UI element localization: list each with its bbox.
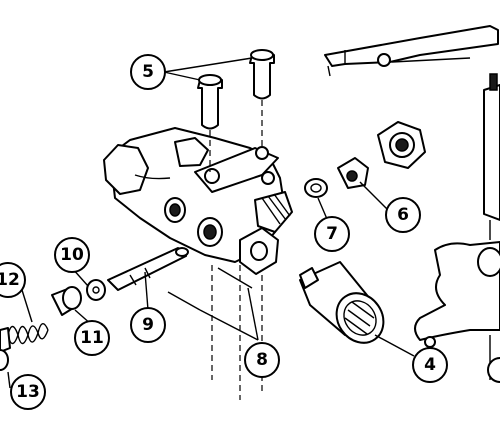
part-8-pins bbox=[167, 265, 263, 400]
leader-lines bbox=[7, 57, 415, 389]
part-11-cap bbox=[51, 286, 82, 316]
callout-label-12: 12 bbox=[0, 270, 20, 290]
callout-5: 5 bbox=[130, 54, 166, 90]
callout-label-4: 4 bbox=[424, 355, 436, 375]
callout-label-6: 6 bbox=[397, 205, 409, 225]
callout-10: 10 bbox=[54, 237, 90, 273]
callout-label-9: 9 bbox=[142, 315, 154, 335]
linkage-arm bbox=[324, 25, 499, 77]
callout-label-8: 8 bbox=[256, 350, 268, 370]
callout-label-13: 13 bbox=[16, 382, 40, 402]
callout-9: 9 bbox=[130, 307, 166, 343]
part-6-fitting bbox=[337, 121, 426, 189]
part-10-washer bbox=[86, 279, 106, 301]
callout-8: 8 bbox=[244, 342, 280, 378]
callout-6: 6 bbox=[385, 197, 421, 233]
part-9-stem bbox=[107, 247, 189, 291]
callout-7: 7 bbox=[314, 216, 350, 252]
callout-label-5: 5 bbox=[142, 62, 154, 82]
callout-4: 4 bbox=[412, 347, 448, 383]
part-7-bush bbox=[304, 178, 328, 198]
part-13-plug bbox=[0, 349, 9, 371]
callout-12: 12 bbox=[0, 262, 26, 298]
part-12-spring bbox=[0, 323, 49, 353]
callout-11: 11 bbox=[74, 320, 110, 356]
callout-label-7: 7 bbox=[326, 224, 338, 244]
part-4-filter bbox=[299, 261, 385, 344]
valve-body bbox=[103, 127, 293, 275]
callout-13: 13 bbox=[10, 374, 46, 410]
vertical-bracket bbox=[414, 73, 500, 383]
callout-label-11: 11 bbox=[80, 328, 104, 348]
callout-label-10: 10 bbox=[60, 245, 84, 265]
